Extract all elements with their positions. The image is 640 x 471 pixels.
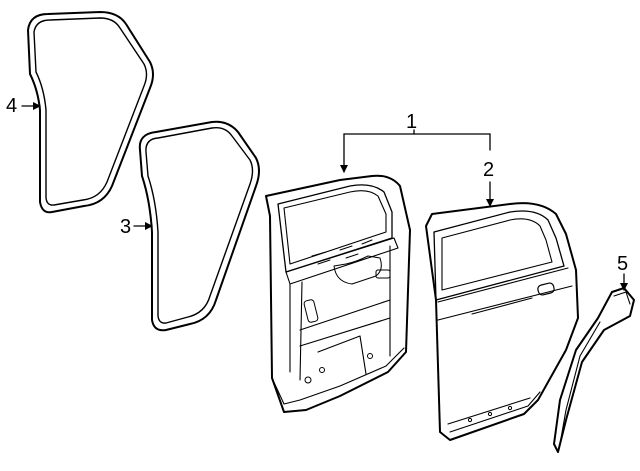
- callout-5: 5: [617, 253, 628, 291]
- callout-2: 2: [483, 159, 494, 207]
- callout-1: 1: [340, 111, 491, 173]
- callout-label-3: 3: [120, 216, 131, 238]
- door-shell-1: [265, 174, 411, 413]
- trim-applique-5: [553, 287, 635, 453]
- callout-label-2: 2: [483, 159, 494, 181]
- callout-label-5: 5: [617, 253, 628, 275]
- callout-4: 4: [6, 95, 41, 117]
- weatherstrip-seal-4: [27, 11, 154, 214]
- callout-label-4: 4: [6, 95, 17, 117]
- callout-3: 3: [120, 216, 153, 238]
- weatherstrip-seal-3: [138, 120, 260, 332]
- callout-label-1: 1: [406, 111, 417, 133]
- door-skin-2: [425, 202, 579, 441]
